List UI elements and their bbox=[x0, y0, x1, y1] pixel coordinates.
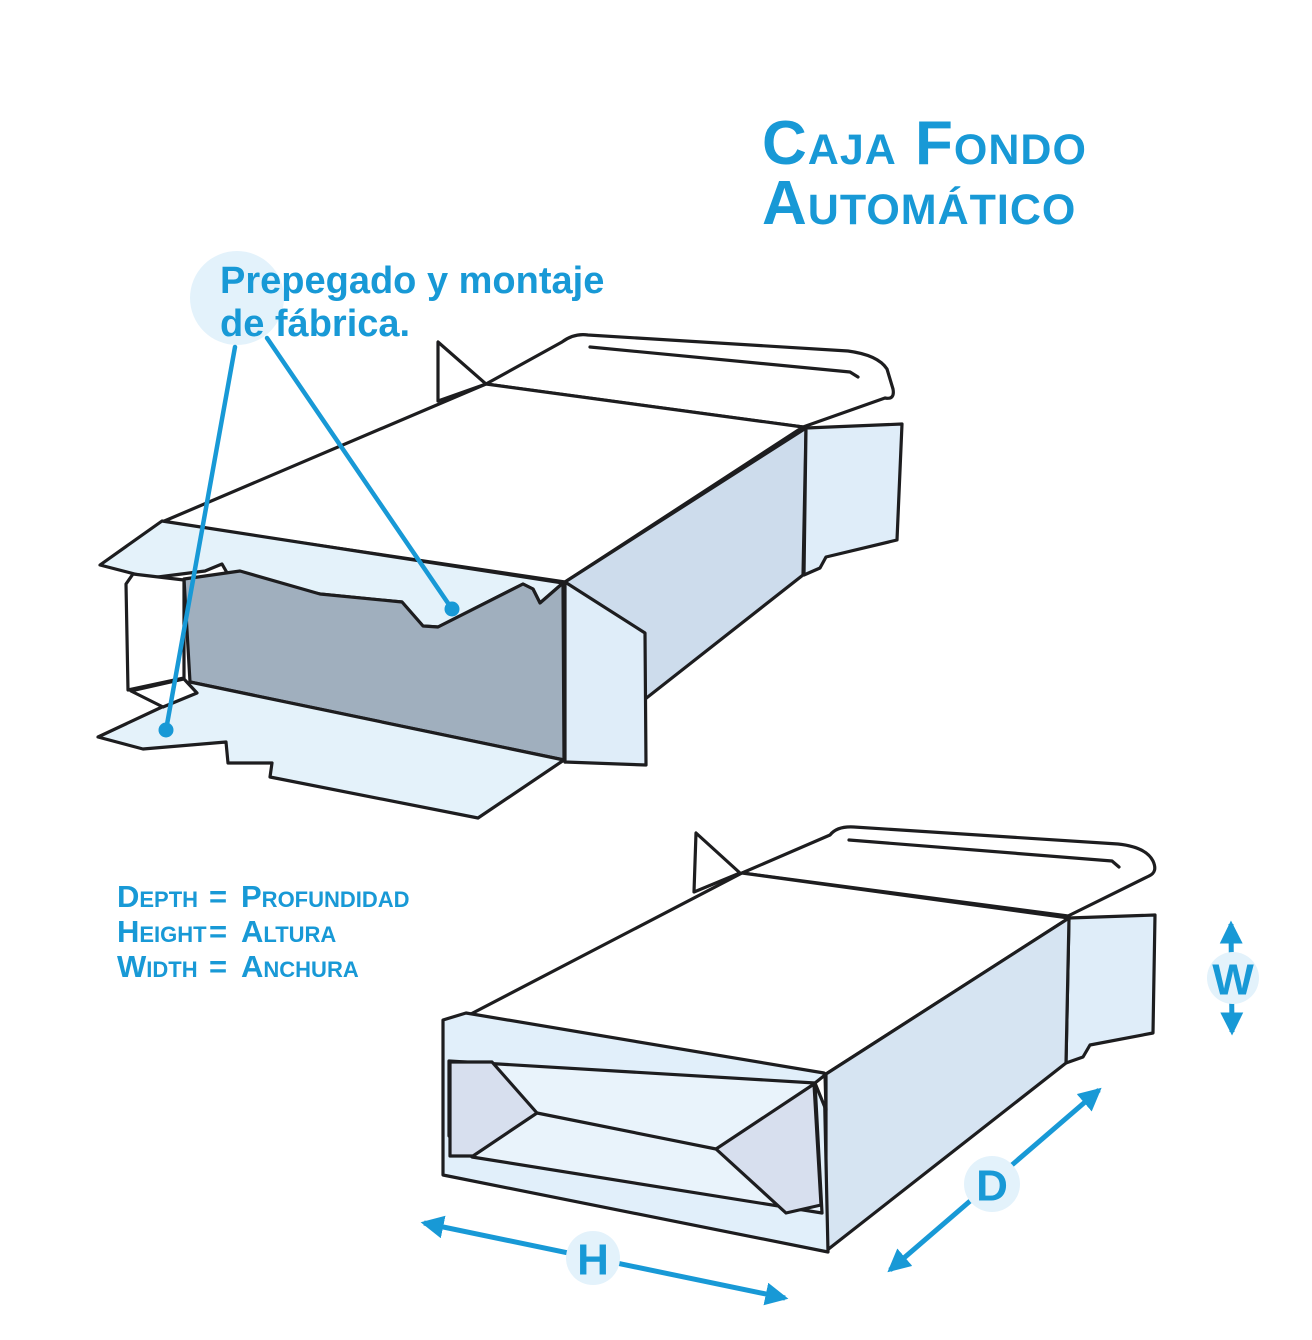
depth-label: D bbox=[976, 1162, 1008, 1211]
legend-translation-height: Altura bbox=[241, 914, 337, 949]
callout-halo bbox=[190, 251, 284, 345]
page-title-line1: Caja Fondo bbox=[762, 109, 1087, 178]
callout-leader-line-right bbox=[264, 335, 455, 612]
height-label: H bbox=[577, 1236, 609, 1285]
upper-tuck-lid bbox=[484, 333, 895, 429]
width-label-halo bbox=[1207, 952, 1259, 1004]
upper-glue-tab bbox=[129, 677, 199, 709]
legend-equals-width: = bbox=[209, 949, 228, 984]
legend-row-width: Width = Anchura bbox=[117, 949, 410, 984]
auto-bottom-flap-left bbox=[448, 1060, 539, 1158]
legend-equals-height: = bbox=[209, 914, 228, 949]
dimension-legend: Depth = Profundidad Height = Altura Widt… bbox=[117, 879, 410, 984]
width-label: W bbox=[1212, 956, 1254, 1005]
lower-right-flap bbox=[1064, 913, 1157, 1065]
lower-dust-flap-triangle bbox=[692, 831, 742, 894]
legend-row-depth: Depth = Profundidad bbox=[117, 879, 410, 914]
legend-equals-depth: = bbox=[209, 879, 228, 914]
legend-term-height: Height bbox=[117, 914, 207, 949]
callout-label-line2: de fábrica. bbox=[220, 303, 411, 345]
legend-row-height: Height = Altura bbox=[117, 914, 410, 949]
depth-label-halo bbox=[964, 1156, 1020, 1212]
lower-lid-crease bbox=[847, 838, 1121, 869]
upper-front-right-panel bbox=[563, 580, 648, 767]
legend-translation-depth: Profundidad bbox=[241, 879, 410, 914]
page-title-line2: Automático bbox=[762, 169, 1077, 238]
legend-translation-width: Anchura bbox=[241, 949, 359, 984]
dimension-annotations: H D W bbox=[420, 920, 1259, 1306]
auto-bottom-flap-right bbox=[714, 1082, 823, 1215]
glue-point-dot-left bbox=[158, 722, 174, 738]
auto-bottom-fold-line bbox=[535, 1111, 718, 1151]
callout-label-line1: Prepegado y montaje bbox=[220, 260, 605, 302]
lower-box-diagram bbox=[441, 825, 1157, 1254]
upper-dust-flap-triangle bbox=[436, 340, 488, 403]
legend-term-depth: Depth bbox=[117, 879, 199, 914]
callout-leader-line-left bbox=[163, 344, 238, 733]
upper-box-diagram bbox=[96, 251, 904, 820]
callout-label: Prepegado y montaje de fábrica. bbox=[220, 260, 604, 346]
glue-point-dot-right bbox=[444, 601, 460, 617]
page-title: Caja Fondo Automático bbox=[762, 109, 1087, 238]
lower-corner-sliver bbox=[813, 1073, 828, 1112]
upper-right-flap bbox=[802, 422, 904, 577]
upper-lid-crease bbox=[588, 345, 860, 379]
lower-tuck-lid bbox=[740, 825, 1157, 918]
height-label-halo bbox=[566, 1231, 620, 1285]
legend-term-width: Width bbox=[117, 949, 198, 984]
